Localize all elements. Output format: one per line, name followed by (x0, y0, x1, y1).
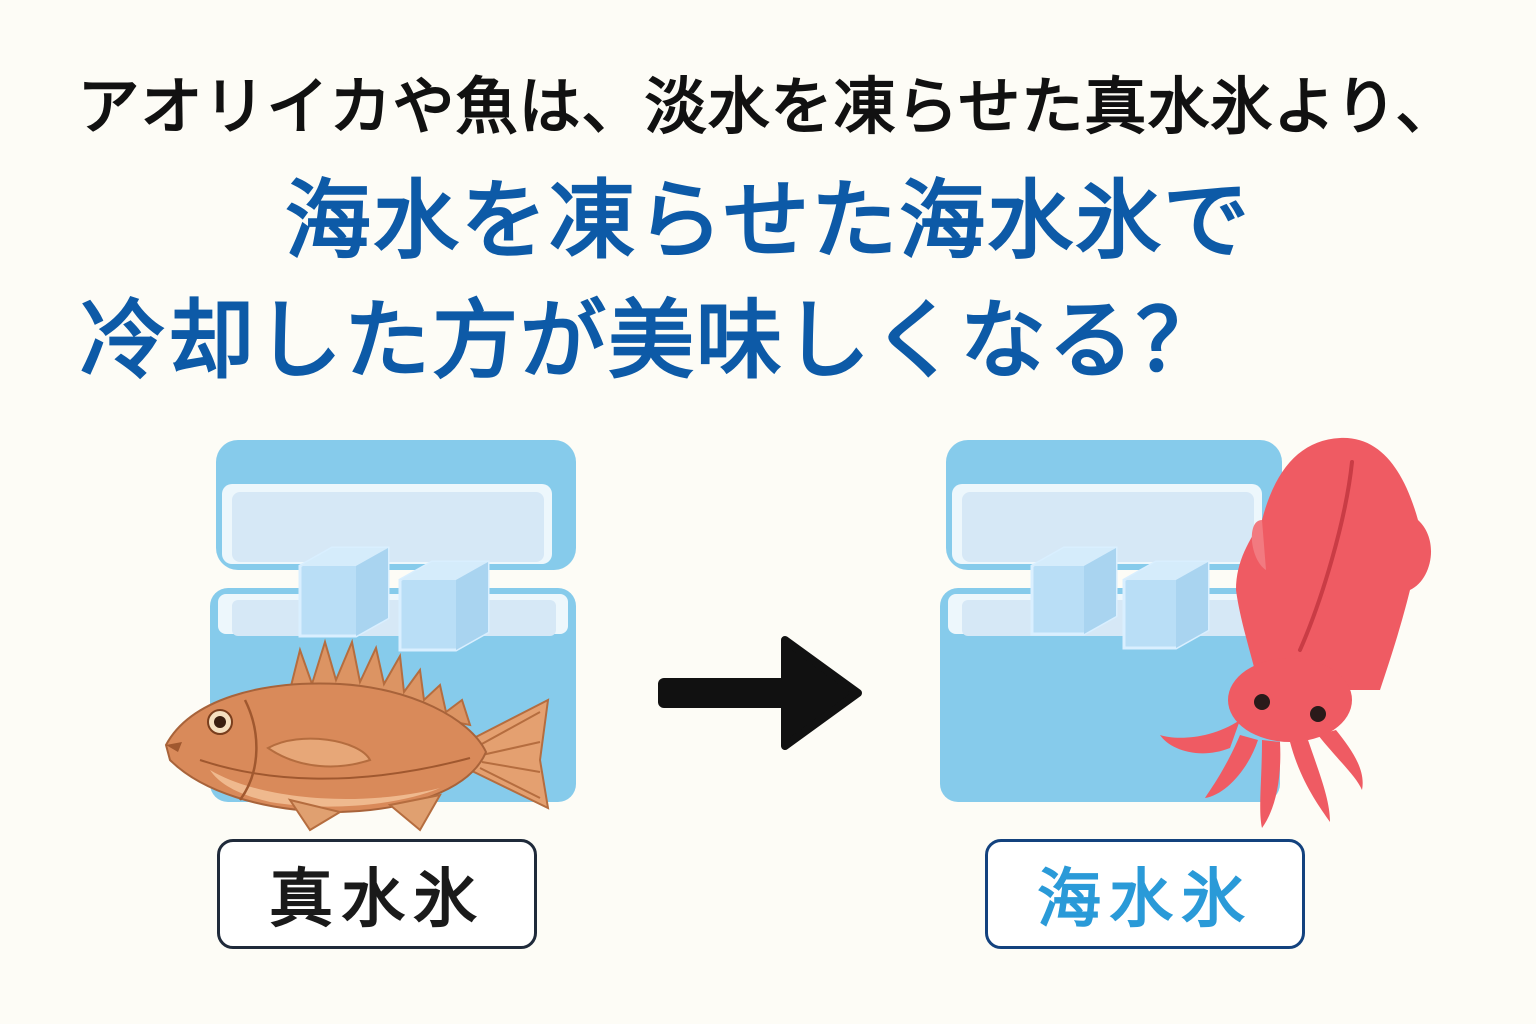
cooler-box-icon (210, 440, 576, 802)
headline-line-2: 海水を凍らせた海水氷で (284, 171, 1252, 271)
fish-icon (164, 638, 550, 832)
ice-cube-icon (298, 546, 490, 652)
headline-line-1: アオリイカや魚は、淡水を凍らせた真水氷より、 (77, 70, 1459, 143)
sea-ice-label: 海水氷 (985, 839, 1305, 949)
ice-cube-icon (1030, 546, 1210, 650)
arrow-right-icon (658, 636, 862, 750)
squid-icon (1160, 437, 1432, 828)
headline-line-3: 冷却した方が美味しくなる？ (80, 291, 1224, 391)
cooler-box-icon (940, 440, 1282, 802)
fresh-ice-label: 真水氷 (217, 839, 537, 949)
